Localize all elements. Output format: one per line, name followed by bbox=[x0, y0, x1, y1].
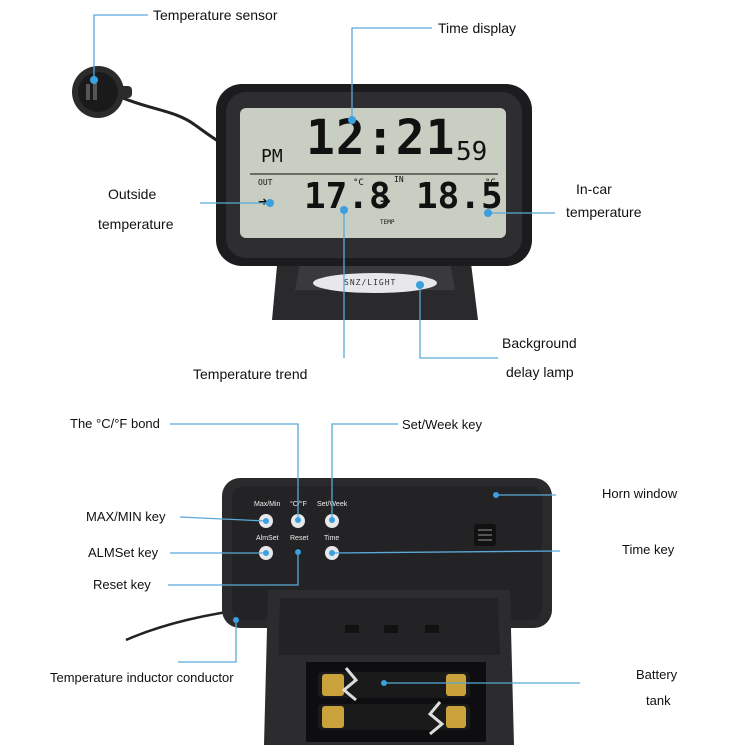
label-temperature-trend: Temperature trend bbox=[193, 366, 308, 382]
key-label-set-week: Set/Week bbox=[317, 501, 348, 508]
lcd-small-arrow: ➜ bbox=[258, 192, 268, 211]
lcd-am-pm: PM bbox=[261, 146, 283, 167]
lcd-temp-label: TEMP bbox=[380, 219, 395, 226]
key-label-time: Time bbox=[324, 535, 340, 542]
label-background-delay-lamp-2: delay lamp bbox=[506, 364, 574, 380]
max-min-button[interactable] bbox=[259, 514, 273, 528]
lcd-out-label: OUT bbox=[258, 178, 273, 187]
lcd-seconds: 59 bbox=[456, 137, 488, 167]
label-time-key: Time key bbox=[622, 542, 675, 557]
lcd-in-label: IN bbox=[394, 175, 404, 184]
key-label-cf: °C/°F bbox=[290, 501, 307, 508]
sensor-cable bbox=[117, 94, 226, 147]
set-week-button[interactable] bbox=[325, 514, 339, 528]
label-in-car-temperature-1: In-car bbox=[576, 181, 612, 197]
label-outside-temperature-2: temperature bbox=[98, 216, 174, 232]
label-battery-tank-1: Battery bbox=[636, 667, 678, 682]
label-battery-tank-2: tank bbox=[646, 693, 671, 708]
label-cf-bond: The °C/°F bond bbox=[70, 416, 160, 431]
device-body bbox=[216, 84, 532, 266]
reset-button[interactable] bbox=[293, 546, 303, 556]
label-reset-key: Reset key bbox=[93, 577, 151, 592]
label-background-delay-lamp-1: Background bbox=[502, 335, 577, 351]
cf-button[interactable] bbox=[291, 514, 305, 528]
lcd-out-unit: °C bbox=[353, 178, 364, 188]
label-outside-temperature-1: Outside bbox=[108, 186, 157, 202]
label-temperature-inductor-conductor: Temperature inductor conductor bbox=[50, 670, 234, 685]
label-in-car-temperature-2: temperature bbox=[566, 204, 642, 220]
time-button[interactable] bbox=[325, 546, 339, 560]
label-alm-set-key: ALMSet key bbox=[88, 545, 159, 560]
lcd-arrow: → bbox=[380, 190, 391, 211]
key-label-alm-set: AlmSet bbox=[256, 535, 279, 542]
key-label-reset: Reset bbox=[290, 535, 309, 542]
stand-label: SNZ/LIGHT bbox=[344, 278, 397, 287]
label-horn-window: Horn window bbox=[602, 486, 678, 501]
lcd-in-unit: °C bbox=[485, 178, 496, 188]
label-set-week-key: Set/Week key bbox=[402, 417, 482, 432]
alm-set-button[interactable] bbox=[259, 546, 273, 560]
key-label-max-min: Max/Min bbox=[254, 501, 281, 508]
label-max-min-key: MAX/MIN key bbox=[86, 509, 166, 524]
label-temperature-sensor: Temperature sensor bbox=[153, 7, 278, 23]
label-time-display: Time display bbox=[438, 20, 517, 36]
